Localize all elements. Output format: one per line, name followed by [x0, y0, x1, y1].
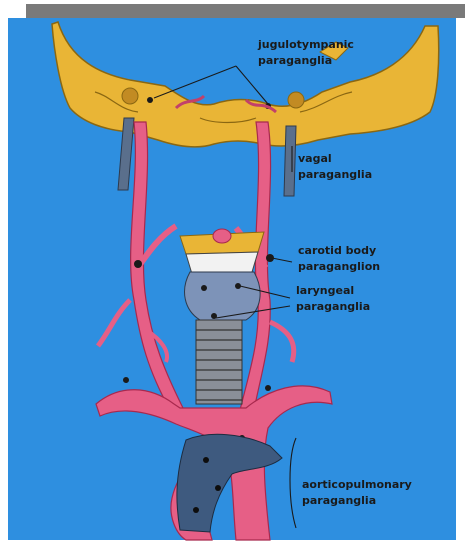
label-line: paraganglia	[298, 168, 372, 181]
trachea	[196, 320, 242, 404]
label-line: paraganglia	[302, 494, 376, 507]
label-line: paraganglia	[258, 54, 332, 67]
label-line: vagal	[298, 152, 332, 165]
skull-foramen-left	[122, 88, 138, 104]
aorticopulmonary-dot-3	[193, 507, 199, 513]
carotid-body-dot-left	[134, 260, 142, 268]
epiglottis	[213, 229, 231, 243]
label-line: paraganglia	[296, 300, 370, 313]
thyroid-cartilage	[186, 252, 258, 274]
laryngeal-dot-1	[201, 285, 207, 291]
arch-dot-left	[123, 377, 129, 383]
arch-dot-right	[265, 385, 271, 391]
aorticopulmonary-dot-1	[203, 457, 209, 463]
vagus-nerve-right	[284, 126, 296, 196]
label-line: carotid body	[298, 244, 376, 257]
label-line: aorticopulmonary	[302, 478, 412, 491]
label-line: laryngeal	[296, 284, 354, 297]
top-bar	[26, 4, 465, 18]
label-line: paraganglion	[298, 260, 380, 273]
jugulotympanic-dot-left	[147, 97, 153, 103]
aorticopulmonary-dot-2	[215, 485, 221, 491]
skull-foramen-right	[288, 92, 304, 108]
label-line: jugulotympanic	[257, 38, 354, 51]
